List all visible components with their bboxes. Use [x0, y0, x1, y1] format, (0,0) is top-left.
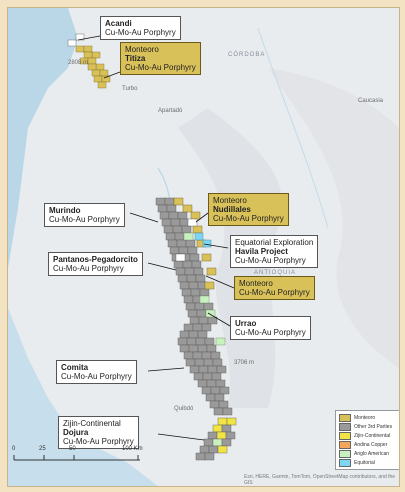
callout-urrao[interactable]: Urrao Cu-Mo-Au Porphyry: [230, 316, 311, 340]
callout-comita-name: Comita: [61, 363, 89, 372]
scale-tick-25: 25: [39, 446, 46, 452]
callout-dojura-type: Cu-Mo-Au Porphyry: [63, 437, 134, 446]
callout-pantanos-name: Pantanos-Pegadorcito: [53, 255, 138, 264]
place-turbo: Turbo: [122, 86, 138, 92]
elevation-label-1: 2808 m: [68, 60, 89, 66]
callout-dojura[interactable]: Zijin-Continental Dojura Cu-Mo-Au Porphy…: [58, 416, 139, 449]
concession-belt-equatorial: [194, 232, 212, 248]
callout-murindo-name: Murindo: [49, 206, 81, 215]
callout-murindo[interactable]: Murindo Cu-Mo-Au Porphyry: [44, 203, 125, 227]
callout-havila-owner: Equatorial Exploration: [235, 238, 314, 247]
place-caucasia: Caucasia: [358, 98, 384, 104]
place-apartado: Apartadó: [158, 108, 183, 114]
callout-nudillales-type: Cu-Mo-Au Porphyry: [213, 214, 284, 223]
concession-cluster-south: [195, 417, 237, 461]
legend-swatch: [339, 413, 351, 422]
callout-leaders: [77, 35, 235, 441]
legend-swatch: [339, 422, 351, 431]
concession-belt-white: [175, 218, 198, 262]
callout-dojura-name: Dojura: [63, 428, 89, 437]
legend-item-zijin: Zijin-Continental: [339, 431, 399, 440]
callout-acandi-type: Cu-Mo-Au Porphyry: [105, 28, 176, 37]
legend-label: Equitorial: [354, 459, 375, 466]
callout-urrao-type: Cu-Mo-Au Porphyry: [235, 328, 306, 337]
callout-nudillales-name: Nudillales: [213, 205, 251, 214]
legend-item-anglo: Anglo American: [339, 449, 399, 458]
sea-area-south: [8, 308, 158, 486]
callout-dojura-owner: Zijin-Continental: [63, 419, 121, 428]
callout-nudillales-owner: Monteoro: [213, 196, 247, 205]
map-legend: Monteoro Other 3rd Parties Zijin-Contine…: [335, 410, 399, 470]
callout-pantanos-type: Cu-Mo-Au Porphyry: [53, 264, 124, 273]
legend-swatch: [339, 440, 351, 449]
legend-swatch: [339, 449, 351, 458]
legend-label: Zijin-Continental: [354, 432, 391, 439]
callout-monteoro[interactable]: Monteoro Cu-Mo-Au Porphyry: [234, 276, 315, 300]
legend-item-andina: Andina Copper: [339, 440, 399, 449]
sea-area: [8, 8, 78, 268]
legend-swatch: [339, 431, 351, 440]
place-antioquia: ANTIOQUIA: [254, 270, 297, 276]
callout-nudillales[interactable]: Monteoro Nudillales Cu-Mo-Au Porphyry: [208, 193, 289, 226]
legend-label: Anglo American: [354, 450, 390, 457]
callout-acandi[interactable]: Acandi Cu-Mo-Au Porphyry: [100, 16, 181, 40]
map-canvas[interactable]: CÓRDOBA Turbo Apartadó Caucasia Quibdó A…: [7, 7, 400, 487]
concession-cluster-north: [75, 45, 111, 89]
scale-bar-graphic: [13, 455, 140, 461]
callout-titiza-name: Titiza: [125, 54, 146, 63]
concession-belt-anglo: [183, 232, 226, 346]
legend-swatch: [339, 458, 351, 467]
mountain-relief-east: [268, 68, 399, 368]
callout-urrao-name: Urrao: [235, 319, 257, 328]
callout-comita[interactable]: Comita Cu-Mo-Au Porphyry: [56, 360, 137, 384]
elevation-label-2: 3706 m: [234, 360, 255, 366]
concession-belt-central: [155, 197, 233, 416]
callout-havila[interactable]: Equatorial Exploration Havila Project Cu…: [230, 235, 319, 268]
scale-tick-100: 100 Km: [122, 446, 143, 452]
scale-tick-50: 50: [69, 446, 76, 452]
place-cordoba: CÓRDOBA: [228, 52, 266, 58]
callout-titiza[interactable]: Monteoro Titiza Cu-Mo-Au Porphyry: [120, 42, 201, 75]
legend-item-monteoro: Monteoro: [339, 413, 399, 422]
scale-tick-0: 0: [12, 446, 16, 452]
legend-item-other-parties: Other 3rd Parties: [339, 422, 399, 431]
place-quibdo: Quibdó: [174, 406, 194, 412]
legend-item-equatorial: Equitorial: [339, 458, 399, 467]
callout-titiza-type: Cu-Mo-Au Porphyry: [125, 63, 196, 72]
callout-titiza-owner: Monteoro: [125, 45, 159, 54]
river-east: [257, 27, 329, 229]
callout-monteoro-type: Cu-Mo-Au Porphyry: [239, 288, 310, 297]
callout-havila-type: Cu-Mo-Au Porphyry: [235, 256, 306, 265]
legend-label: Monteoro: [354, 414, 376, 421]
scale-bar: 0 25 50 100 Km: [12, 446, 148, 466]
callout-murindo-type: Cu-Mo-Au Porphyry: [49, 215, 120, 224]
map-attribution: Esri, HERE, Garmin, TomTom, OpenStreetMa…: [244, 474, 396, 486]
legend-label: Andina Copper: [354, 441, 388, 448]
callout-monteoro-name: Monteoro: [239, 279, 273, 288]
callout-comita-type: Cu-Mo-Au Porphyry: [61, 372, 132, 381]
callout-havila-name: Havila Project: [235, 247, 288, 256]
legend-label: Other 3rd Parties: [354, 423, 393, 430]
callout-pantanos[interactable]: Pantanos-Pegadorcito Cu-Mo-Au Porphyry: [48, 252, 143, 276]
callout-acandi-name: Acandi: [105, 19, 132, 28]
